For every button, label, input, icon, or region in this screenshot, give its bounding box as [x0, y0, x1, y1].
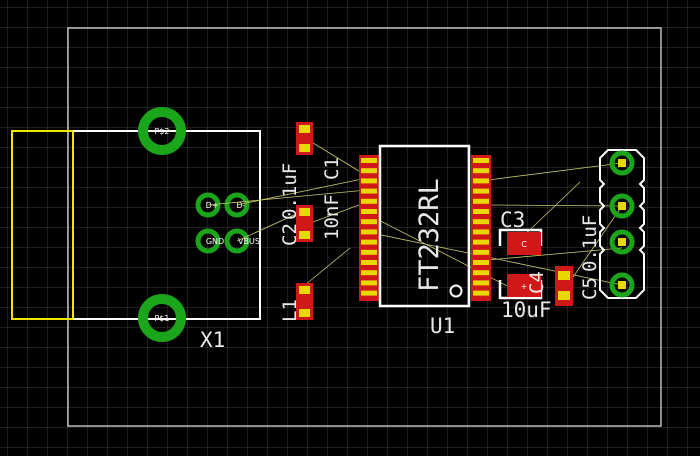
pin1-marker — [449, 284, 463, 298]
usb-connector-x1[interactable]: P$2 P$1 D+ D- GND VBUS X1 — [11, 107, 261, 352]
c2-designator: C2 — [279, 223, 301, 246]
capacitor-c1[interactable]: C1 10nF — [296, 157, 343, 242]
x1-pad-label: D+ — [206, 201, 219, 210]
c5-designator: C5 — [579, 277, 601, 300]
x1-pad-label: D- — [236, 201, 245, 210]
c3-designator: C3 — [500, 208, 525, 232]
c1-value: 10nF — [321, 194, 343, 240]
x1-pad-d-minus[interactable]: D- — [224, 192, 250, 218]
header-pin-4[interactable] — [609, 272, 635, 298]
smd-pad — [558, 291, 570, 300]
c5-value: 0.1uF — [579, 215, 601, 272]
x1-designator: X1 — [200, 328, 225, 352]
board-outline[interactable] — [67, 27, 662, 427]
c2-value: 0.1uF — [279, 163, 301, 220]
smd-pad — [299, 309, 310, 317]
u1-left-pins — [359, 155, 379, 301]
smd-pad — [558, 271, 570, 280]
c3-pad — [507, 232, 541, 255]
x1-pad-gnd[interactable]: GND — [195, 228, 224, 254]
smd-pad — [299, 231, 310, 239]
u1-body-outline — [378, 144, 471, 308]
x1-body-outline — [73, 130, 261, 320]
l1-designator: L1 — [279, 299, 301, 322]
capacitor-c5[interactable]: C5 0.1uF — [555, 215, 601, 306]
capacitor-c4[interactable]: + C4 10uF — [498, 271, 552, 322]
x1-mount-pad-1[interactable]: P$1 — [138, 294, 186, 342]
x1-pad-d-plus[interactable]: D+ — [195, 192, 221, 218]
usb-shell-outline — [11, 130, 74, 320]
x1-pad-label: GND — [206, 237, 224, 246]
pin-header[interactable] — [599, 149, 645, 299]
x1-pad-label: VBUS — [238, 237, 260, 246]
c4-pad-label: + — [521, 282, 528, 291]
x1-mount-pad-2[interactable]: P$2 — [138, 107, 186, 155]
c1-designator: C1 — [321, 157, 343, 180]
x1-pad-label: P$1 — [154, 314, 169, 323]
ic-u1[interactable]: FT232RL U1 — [359, 144, 491, 338]
u1-right-pins — [471, 155, 491, 301]
header-pin-1[interactable] — [609, 150, 635, 176]
x1-pad-vbus[interactable]: VBUS — [224, 228, 260, 254]
header-pin-2[interactable] — [609, 193, 635, 219]
c3-pad-label: C — [521, 240, 527, 249]
smd-pad — [299, 144, 310, 152]
c4-designator: C4 — [526, 271, 548, 294]
c4-value: 10uF — [501, 298, 552, 322]
u1-designator: U1 — [430, 314, 455, 338]
x1-pad-label: P$2 — [154, 127, 169, 136]
header-pin-3[interactable] — [609, 229, 635, 255]
c4-pad — [507, 274, 541, 297]
smd-pad — [299, 286, 310, 294]
header-outline — [599, 149, 645, 299]
inductor-l1[interactable]: L1 — [279, 283, 313, 322]
smd-pad — [299, 125, 310, 133]
capacitor-c2[interactable]: C2 0.1uF — [279, 122, 313, 246]
smd-pad — [299, 208, 310, 216]
capacitor-c3[interactable]: C C3 — [498, 208, 543, 255]
u1-value: FT232RL — [414, 178, 445, 292]
